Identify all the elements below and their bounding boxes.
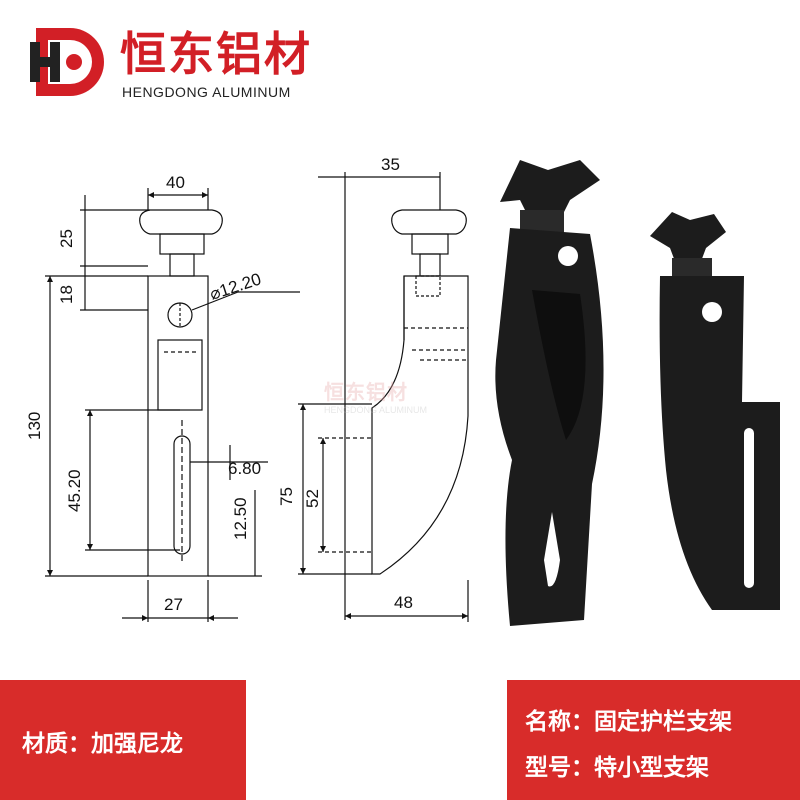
front-body bbox=[147, 275, 209, 577]
product-model-label: 型号：特小型支架 bbox=[525, 755, 709, 781]
dim-base-width: 27 bbox=[164, 595, 183, 614]
dim-hole-diameter: ⌀12.20 bbox=[207, 269, 263, 303]
dim-total-height: 130 bbox=[25, 412, 44, 440]
brand-name-english: HENGDONG ALUMINUM bbox=[122, 84, 291, 100]
material-box: 材质：加强尼龙 bbox=[0, 680, 246, 800]
dim-bottom-offset: 12.50 bbox=[231, 497, 250, 540]
material-label: 材质：加强尼龙 bbox=[22, 731, 183, 757]
product-photo-large bbox=[495, 160, 604, 626]
brand-name: 恒东铝材 bbox=[120, 27, 312, 81]
dim-knob-height: 25 bbox=[57, 229, 76, 248]
watermark-name: 恒东铝材 bbox=[324, 380, 408, 404]
photo-small-hole bbox=[702, 302, 722, 322]
front-knob bbox=[139, 209, 223, 235]
product-name-label: 名称：固定护栏支架 bbox=[525, 709, 732, 735]
front-knob-neck bbox=[159, 233, 205, 255]
photo-large-hole bbox=[558, 246, 578, 266]
dim-side-top: 35 bbox=[381, 155, 400, 174]
front-slot bbox=[173, 435, 191, 555]
technical-drawing: 40 25 18 ⌀12.20 130 45.20 6.80 12.50 27 … bbox=[25, 155, 780, 626]
dim-curve-height: 75 bbox=[277, 487, 296, 506]
product-photo-small bbox=[650, 212, 780, 610]
product-info-box: 名称：固定护栏支架 型号：特小型支架 bbox=[507, 680, 800, 800]
dim-neck-height: 18 bbox=[57, 285, 76, 304]
side-body bbox=[371, 275, 469, 575]
watermark: 恒东铝材 HENGDONG ALUMINUM bbox=[324, 376, 427, 415]
logo-icon bbox=[30, 28, 104, 96]
dim-inner-height: 52 bbox=[303, 489, 322, 508]
watermark-name-english: HENGDONG ALUMINUM bbox=[324, 405, 428, 415]
dim-slot-width: 6.80 bbox=[228, 459, 261, 478]
dim-base-length: 48 bbox=[394, 593, 413, 612]
dim-slot-height: 45.20 bbox=[65, 469, 84, 512]
photo-small-slot bbox=[744, 428, 754, 588]
dim-width-top: 40 bbox=[166, 173, 185, 192]
side-knob bbox=[391, 209, 467, 235]
